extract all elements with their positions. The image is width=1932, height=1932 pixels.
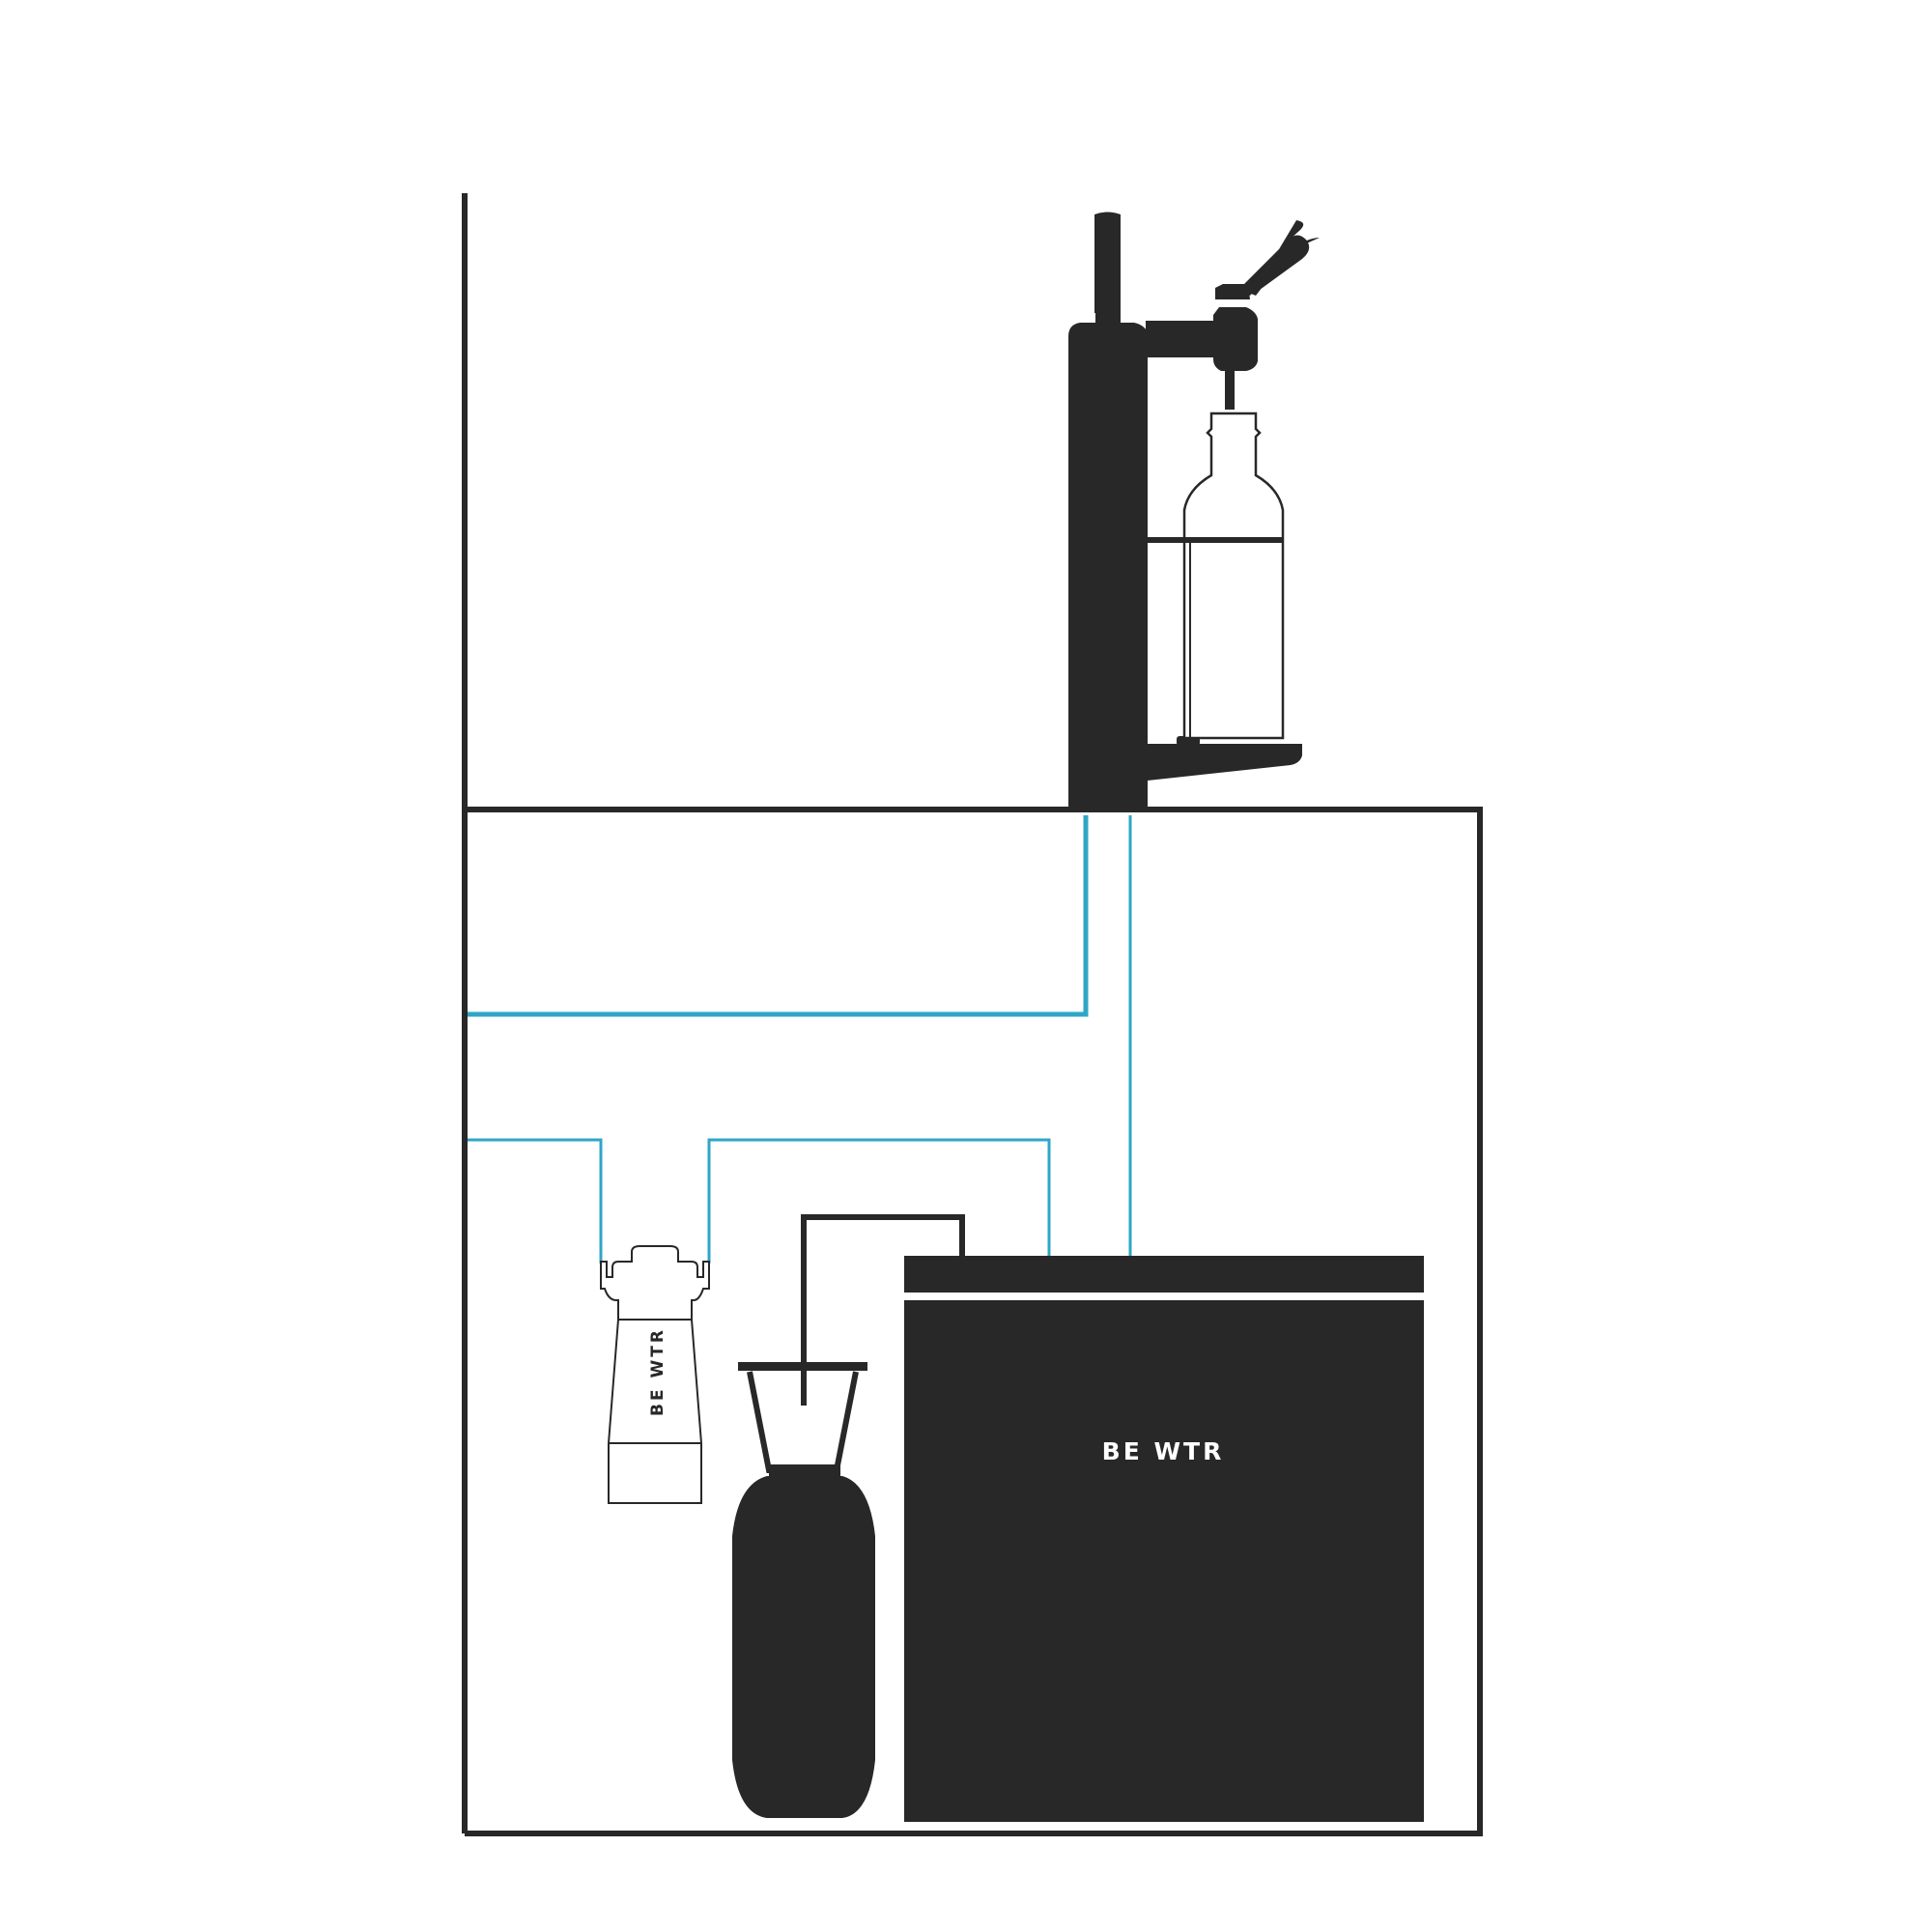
cylinder-body: [732, 1476, 875, 1818]
tap-middle-ring: [1146, 537, 1283, 543]
cabinet: [462, 193, 1483, 1836]
cylinder-top-plate: [738, 1362, 867, 1371]
filter-brand-label: BE WTR: [648, 1327, 668, 1416]
water-lines: [468, 815, 1132, 1264]
filter-to-chiller-line: [707, 1138, 1051, 1264]
cabinet-outline: [465, 807, 1483, 1836]
chiller-brand-label: BE WTR: [1102, 1437, 1225, 1465]
bottle-icon: [1182, 412, 1285, 740]
supply-to-filter-line: [468, 1138, 603, 1264]
tap-valve-cap: [1215, 284, 1250, 299]
cylinder-collar: [769, 1464, 840, 1476]
chiller-lid: [904, 1256, 1424, 1293]
main-water-line: [468, 815, 1089, 1017]
tap-upper-arm: [1146, 321, 1219, 357]
chiller-body: [904, 1300, 1424, 1822]
filter-head: [600, 1245, 710, 1321]
water-filter: [600, 1245, 710, 1504]
tap-valve-body: [1213, 307, 1258, 371]
tap-top-pipe: [1094, 212, 1121, 313]
chiller-unit: [904, 1256, 1424, 1822]
drip-tray: [1146, 744, 1302, 781]
co2-gas-line: [801, 1214, 965, 1406]
co2-cylinder: [732, 1362, 875, 1818]
tap-valve-stem: [1225, 371, 1235, 410]
tap-column: [1068, 309, 1148, 811]
tap-lever-handle[interactable]: [1242, 235, 1310, 292]
